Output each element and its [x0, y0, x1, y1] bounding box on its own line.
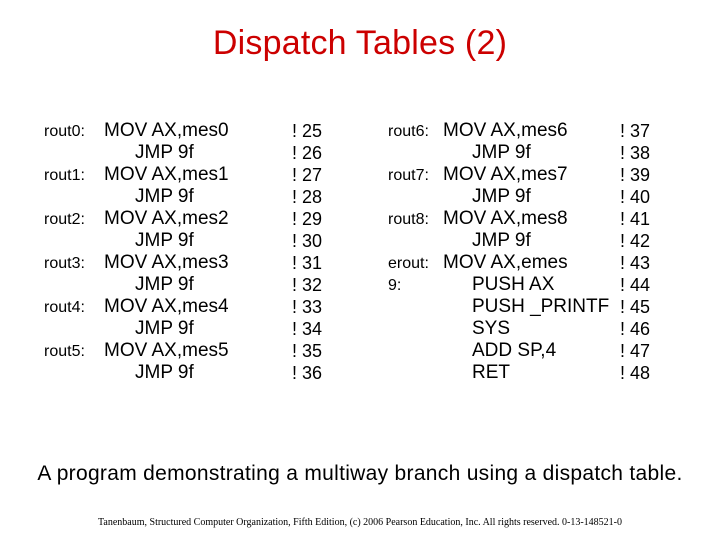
- code-label: rout7:: [388, 167, 429, 184]
- code-instruction: PUSH _PRINTF: [472, 296, 610, 317]
- line-number-comment: ! 39: [620, 165, 651, 185]
- line-number-comment: ! 38: [620, 143, 651, 163]
- code-instruction: JMP 9f: [135, 230, 194, 251]
- code-instruction: JMP 9f: [135, 318, 194, 339]
- code-label: rout2:: [44, 211, 85, 228]
- code-instruction: MOV AX,mes3: [104, 252, 229, 273]
- code-instruction: JMP 9f: [135, 274, 194, 295]
- line-number-comment: ! 32: [292, 275, 323, 295]
- code-instruction: MOV AX,mes7: [443, 164, 568, 185]
- line-number-comment: ! 40: [620, 187, 651, 207]
- line-number-comment: ! 27: [292, 165, 323, 185]
- line-number-comment: ! 25: [292, 121, 323, 141]
- figure-caption: A program demonstrating a multiway branc…: [37, 462, 683, 485]
- code-label: rout6:: [388, 123, 429, 140]
- line-number-comment: ! 29: [292, 209, 323, 229]
- code-instruction: MOV AX,mes2: [104, 208, 229, 229]
- code-label: rout5:: [44, 343, 85, 360]
- code-instruction: JMP 9f: [472, 142, 531, 163]
- line-number-comment: ! 36: [292, 363, 323, 383]
- code-instruction: PUSH AX: [472, 274, 555, 295]
- code-instruction: MOV AX,mes6: [443, 120, 568, 141]
- line-number-comment: ! 47: [620, 341, 651, 361]
- code-label: rout3:: [44, 255, 85, 272]
- code-instruction: MOV AX,mes8: [443, 208, 568, 229]
- line-number-comment: ! 34: [292, 319, 323, 339]
- code-label: 9:: [388, 277, 402, 294]
- line-number-comment: ! 42: [620, 231, 651, 251]
- code-instruction: MOV AX,mes5: [104, 340, 229, 361]
- code-label: erout:: [388, 255, 429, 272]
- code-instruction: JMP 9f: [472, 186, 531, 207]
- code-instruction: MOV AX,emes: [443, 252, 568, 273]
- line-number-comment: ! 48: [620, 363, 651, 383]
- line-number-comment: ! 45: [620, 297, 651, 317]
- code-instruction: JMP 9f: [472, 230, 531, 251]
- code-instruction: SYS: [472, 318, 511, 339]
- code-label: rout1:: [44, 167, 85, 184]
- line-number-comment: ! 26: [292, 143, 323, 163]
- code-instruction: MOV AX,mes1: [104, 164, 229, 185]
- line-number-comment: ! 28: [292, 187, 323, 207]
- line-number-comment: ! 44: [620, 275, 651, 295]
- line-number-comment: ! 43: [620, 253, 651, 273]
- line-number-comment: ! 31: [292, 253, 323, 273]
- code-instruction: JMP 9f: [135, 362, 194, 383]
- slide-title: Dispatch Tables (2): [212, 24, 508, 62]
- line-number-comment: ! 37: [620, 121, 651, 141]
- code-instruction: MOV AX,mes4: [104, 296, 229, 317]
- code-instruction: JMP 9f: [135, 142, 194, 163]
- copyright-footer: Tanenbaum, Structured Computer Organizat…: [98, 517, 622, 528]
- code-label: rout8:: [388, 211, 429, 228]
- code-instruction: ADD SP,4: [472, 340, 557, 361]
- line-number-comment: ! 35: [292, 341, 323, 361]
- code-instruction: MOV AX,mes0: [104, 120, 229, 141]
- line-number-comment: ! 30: [292, 231, 323, 251]
- line-number-comment: ! 46: [620, 319, 651, 339]
- line-number-comment: ! 41: [620, 209, 651, 229]
- code-label: rout4:: [44, 299, 85, 316]
- code-instruction: RET: [472, 362, 510, 383]
- line-number-comment: ! 33: [292, 297, 323, 317]
- code-instruction: JMP 9f: [135, 186, 194, 207]
- code-label: rout0:: [44, 123, 85, 140]
